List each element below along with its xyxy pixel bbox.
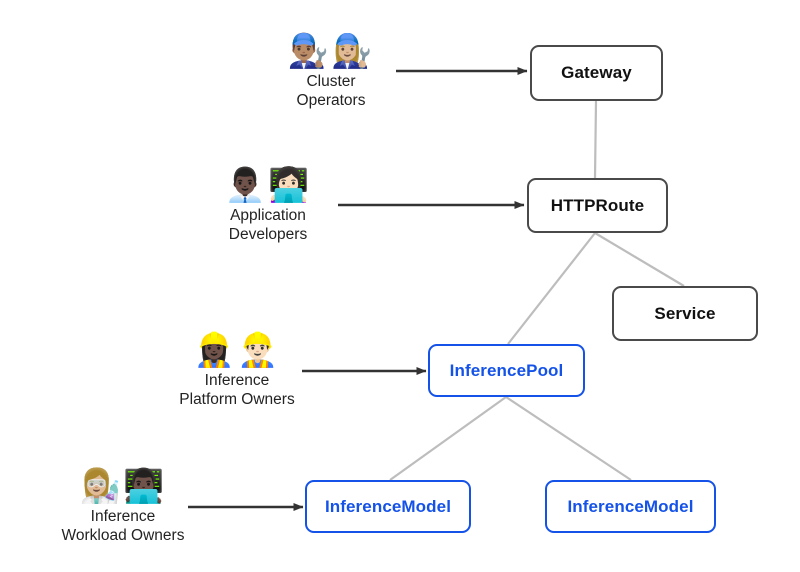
persona-label-cluster-operators: Cluster Operators <box>296 73 366 109</box>
node-inferencemodel-left[interactable]: InferenceModel <box>305 480 471 533</box>
persona-label-inference-workload-owners: Inference Workload Owners <box>61 508 185 544</box>
edge-httproute-service <box>594 232 685 287</box>
persona-cluster-operators: 👨🏽‍🔧👩🏼‍🔧Cluster Operators <box>226 32 436 110</box>
node-httproute[interactable]: HTTPRoute <box>527 178 668 233</box>
persona-application-developers: 👨🏿‍💼👩🏻‍💻Application Developers <box>163 166 373 244</box>
persona-label-inference-platform-owners: Inference Platform Owners <box>179 372 295 408</box>
node-inferencemodel-right[interactable]: InferenceModel <box>545 480 716 533</box>
persona-inference-platform-owners: 👷🏿‍♀️👷🏻‍♂️Inference Platform Owners <box>132 331 342 409</box>
edge-httproute-inferencepool <box>507 232 596 345</box>
edge-inferencepool-model-right <box>505 396 632 481</box>
man-office-worker-icon-and-woman-technologist-icon: 👨🏿‍💼👩🏻‍💻 <box>224 165 312 204</box>
node-gateway[interactable]: Gateway <box>530 45 663 101</box>
edge-inferencepool-model-left <box>389 396 507 481</box>
woman-construction-worker-icon-and-man-construction-worker-icon: 👷🏿‍♀️👷🏻‍♂️ <box>193 330 281 369</box>
node-service[interactable]: Service <box>612 286 758 341</box>
persona-arrows <box>188 67 528 511</box>
persona-inference-workload-owners: 👩🏼‍🔬👨🏿‍💻Inference Workload Owners <box>18 467 228 545</box>
node-inferencepool[interactable]: InferencePool <box>428 344 585 397</box>
edge-gateway-httproute <box>593 100 598 179</box>
man-mechanic-icon-and-woman-mechanic-icon: 👨🏽‍🔧👩🏼‍🔧 <box>287 31 375 70</box>
woman-scientist-icon-and-man-technologist-icon: 👩🏼‍🔬👨🏿‍💻 <box>79 466 167 505</box>
persona-label-application-developers: Application Developers <box>228 207 308 243</box>
